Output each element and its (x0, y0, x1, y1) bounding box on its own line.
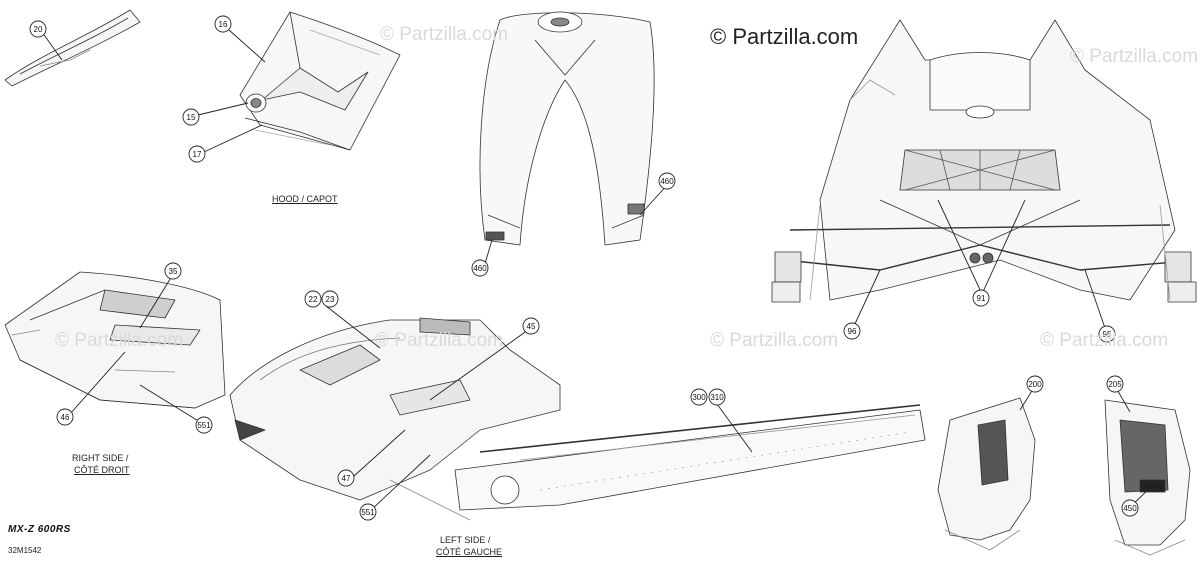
callout-label: 91 (977, 294, 986, 303)
callout-label: 45 (527, 322, 536, 331)
callout-marker: 22 (304, 290, 322, 308)
callout-label: 200 (1028, 380, 1042, 389)
callout-marker: 551 (195, 416, 213, 434)
callout-marker: 551 (359, 503, 377, 521)
callout-label: 551 (197, 421, 211, 430)
callout-label: 205 (1108, 380, 1122, 389)
callout-label: 450 (1123, 504, 1137, 513)
drawing-number: 32M1542 (8, 546, 42, 555)
callout-marker: 460 (471, 259, 489, 277)
rear-side-right-part (938, 398, 1035, 550)
watermark-text: © Partzilla.com (710, 24, 859, 49)
callout-label: 460 (660, 177, 674, 186)
callout-group: 20 16 15 17 460 460 35 46 551 22 23 45 4… (29, 15, 1139, 521)
callout-marker: 96 (843, 322, 861, 340)
callout-marker: 45 (522, 317, 540, 335)
callout-marker: 460 (658, 172, 676, 190)
watermark-faint-text: © Partzilla.com (380, 24, 509, 45)
watermark-faint-text: © Partzilla.com (710, 330, 839, 351)
callout-marker: 16 (214, 15, 232, 33)
callout-label: 15 (187, 113, 196, 122)
callout-label: 20 (34, 25, 43, 34)
callout-label: 96 (848, 327, 857, 336)
callout-label: 35 (169, 267, 178, 276)
callout-label: 551 (361, 508, 375, 517)
left-side-label-line2: CÔTÉ GAUCHE (436, 547, 503, 557)
callout-label: 310 (710, 393, 724, 402)
callout-label: 17 (193, 150, 202, 159)
callout-label: 460 (473, 264, 487, 273)
callout-marker: 300 (690, 388, 708, 406)
watermark-faint-text: © Partzilla.com (375, 330, 504, 351)
callout-marker: 17 (188, 145, 206, 163)
front-view-part (771, 20, 1197, 303)
right-side-panel-part (5, 272, 225, 408)
model-label: MX-Z 600RS (8, 524, 71, 535)
right-side-label-line1: RIGHT SIDE / (72, 453, 129, 463)
left-side-label-line1: LEFT SIDE / (440, 535, 491, 545)
front-bumper-part (480, 11, 654, 245)
callout-marker: 35 (164, 262, 182, 280)
callout-marker: 91 (972, 289, 990, 307)
hood-part (240, 12, 400, 150)
watermark-faint-text: © Partzilla.com (55, 330, 184, 351)
callout-marker: 15 (182, 108, 200, 126)
callout-marker: 23 (321, 290, 339, 308)
callout-marker: 310 (708, 388, 726, 406)
callout-label: 16 (219, 20, 228, 29)
callout-label: 47 (342, 474, 351, 483)
hood-section-label: HOOD / CAPOT (272, 194, 338, 204)
callout-marker: 95 (1098, 325, 1116, 343)
callout-marker: 46 (56, 408, 74, 426)
callout-marker: 205 (1106, 375, 1124, 393)
callout-label: 22 (309, 295, 318, 304)
right-side-label-line2: CÔTÉ DROIT (74, 465, 130, 475)
watermark-faint-text: © Partzilla.com (1070, 46, 1199, 67)
callout-label: 95 (1103, 330, 1112, 339)
rear-side-left-part (1105, 400, 1190, 555)
callout-marker: 20 (29, 20, 47, 38)
watermark-faint-text: © Partzilla.com (1040, 330, 1169, 351)
left-side-panel-part (230, 318, 925, 520)
callout-marker: 450 (1121, 499, 1139, 517)
callout-marker: 47 (337, 469, 355, 487)
callout-label: 23 (326, 295, 335, 304)
windshield-decal-part (5, 10, 140, 86)
callout-marker: 200 (1026, 375, 1044, 393)
callout-label: 46 (61, 413, 70, 422)
callout-label: 300 (692, 393, 706, 402)
leader-lines (41, 29, 1151, 511)
